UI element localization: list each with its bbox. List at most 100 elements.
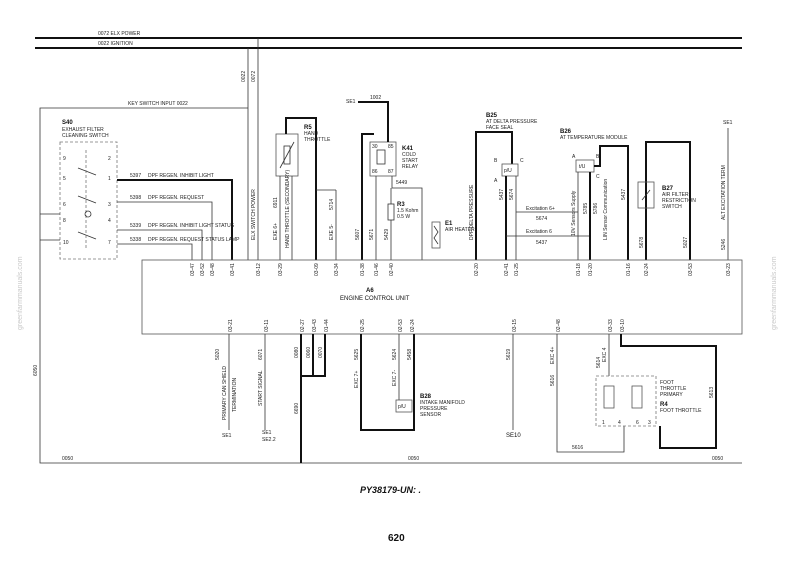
bottom-pin: 02-25 [360, 319, 366, 332]
wire-0070-label: 0070 [318, 347, 324, 358]
r4-pot-secondary [631, 385, 643, 409]
s40-pin-4: 4 [108, 218, 111, 224]
wire-5616 [556, 334, 625, 453]
se1-top-label: SE1 [346, 99, 356, 105]
top-pin: 01-16 [626, 263, 632, 276]
r4-pot-primary [603, 385, 615, 409]
se1-right-label: SE1 [723, 120, 733, 126]
wire-5429-label: 5429 [384, 229, 390, 240]
b27-loop-wire [645, 141, 691, 260]
k41-relay [369, 141, 397, 177]
b26-pin-c: C [596, 174, 600, 180]
start-signal-label: START SIGNAL [258, 370, 264, 406]
b27-line2: RESTRICTION [662, 198, 696, 204]
b28-line3: SENSOR [420, 412, 442, 418]
wire-5674-label: 5674 [509, 189, 515, 200]
wire-5338-desc: DPF REGEN. REQUEST STATUS LAMP [148, 237, 240, 243]
b25-line1: AT DELTA PRESSURE [486, 119, 538, 125]
wire-5246-label: 5246 [721, 239, 727, 250]
termination-label: TERMINATION [232, 378, 238, 412]
s40-lamp-icon [84, 210, 92, 218]
exc6b-label: Excitation 6 [526, 229, 552, 235]
figure-caption: PY38179-UN: . [360, 485, 421, 495]
wire-5449 [391, 176, 423, 260]
bottom-pin: 03-21 [228, 319, 234, 332]
b26-line1: AT TEMPERATURE MODULE [560, 135, 628, 141]
s40-pin-5: 5 [63, 176, 66, 182]
r4-foot-throttle [595, 375, 657, 427]
wire-0080-label: 0080 [294, 347, 300, 358]
r4-pin-1: 1 [602, 420, 605, 426]
top-pin: 01-20 [588, 263, 594, 276]
k41-id: K41 [402, 146, 414, 152]
s40-pin-7: 7 [108, 240, 111, 246]
wire-5614-label: 5614 [596, 357, 602, 368]
top-pin: 03-29 [278, 263, 284, 276]
a6-engine-control-unit [141, 259, 743, 335]
bottom-pin: 02-27 [300, 319, 306, 332]
b26-lin-wire [594, 145, 629, 260]
r3-resistor [387, 203, 395, 221]
wire-5624-label: 5624 [392, 349, 398, 360]
top-pin: 02-40 [389, 263, 395, 276]
exc7m-label: EXC 7- [392, 370, 398, 386]
wire-5339-desc: DPF REGEN. INHIBIT LIGHT STATUS [148, 223, 235, 229]
b25-pin-b: B [494, 158, 498, 164]
b25-line2: FACE SEAL [486, 125, 513, 131]
bottom-pin: 02-24 [410, 319, 416, 332]
ground-bus [39, 440, 742, 464]
wire-5678-label: 5678 [639, 237, 645, 248]
bottom-pin: 03-15 [512, 319, 518, 332]
wire-6690-label: 6690 [294, 403, 300, 414]
ground-label-a: 0050 [62, 456, 73, 462]
ground-wire-0070 [313, 334, 326, 377]
r4-line1: FOOT THROTTLE [660, 408, 702, 414]
b28-sensor [395, 399, 413, 413]
s40-pin-6: 6 [63, 202, 66, 208]
r5-resistor [283, 145, 291, 165]
s40-contact-3 [77, 231, 97, 240]
b25-sensor [501, 163, 519, 177]
s40-contact-2 [77, 195, 97, 204]
s40-pin-9: 9 [63, 156, 66, 162]
wire-0060-label: 0060 [306, 347, 312, 358]
top-pin: 01-46 [374, 263, 380, 276]
key-switch-label: KEY SWITCH INPUT 0022 [128, 101, 188, 107]
top-pin: 03-23 [726, 263, 732, 276]
k41-line3: RELAY [402, 164, 419, 170]
elx-switch-label: ELX SWITCH POWER [251, 189, 257, 240]
a6-title: ENGINE CONTROL UNIT [340, 296, 410, 302]
top-pin: 03-48 [210, 263, 216, 276]
wire-5027-label: 5027 [683, 237, 689, 248]
s40-pin-3: 3 [108, 202, 111, 208]
wire-6050-label: 6050 [33, 365, 39, 376]
wire-5437-h-label: 5437 [536, 240, 547, 246]
r4-pin-4: 4 [618, 420, 621, 426]
b26-pin-a: A [572, 154, 576, 160]
b25-id: B25 [486, 113, 498, 119]
se1-bottom-label: SE1 [222, 433, 232, 439]
top-pin: 03-52 [200, 263, 206, 276]
dpf-delta-label: DPF DELTA PRESSURE [469, 184, 475, 240]
top-pin: 03-53 [688, 263, 694, 276]
b28-loop-wire [360, 334, 415, 431]
wire-5397 [117, 179, 233, 260]
wire-6071-label: 6071 [258, 349, 264, 360]
k41-pin-86: 86 [372, 169, 378, 175]
bottom-pin: 03-43 [312, 319, 318, 332]
wire-5339 [117, 229, 203, 260]
bottom-pin: 01-44 [324, 319, 330, 332]
r4-pin-6: 6 [636, 420, 639, 426]
b27-line3: SWITCH [662, 204, 682, 210]
b28-symbol: p/U [398, 404, 406, 410]
wire-5671-label: 5671 [369, 229, 375, 240]
wire-5613 [620, 334, 717, 449]
b27-line1: AIR FILTER [662, 192, 689, 198]
r5-top-wire [285, 117, 317, 260]
bottom-pin: 02-53 [398, 319, 404, 332]
b26-symbol: t/U [579, 164, 586, 170]
s40-id: S40 [62, 120, 73, 126]
b25-symbol: p/U [504, 168, 512, 174]
